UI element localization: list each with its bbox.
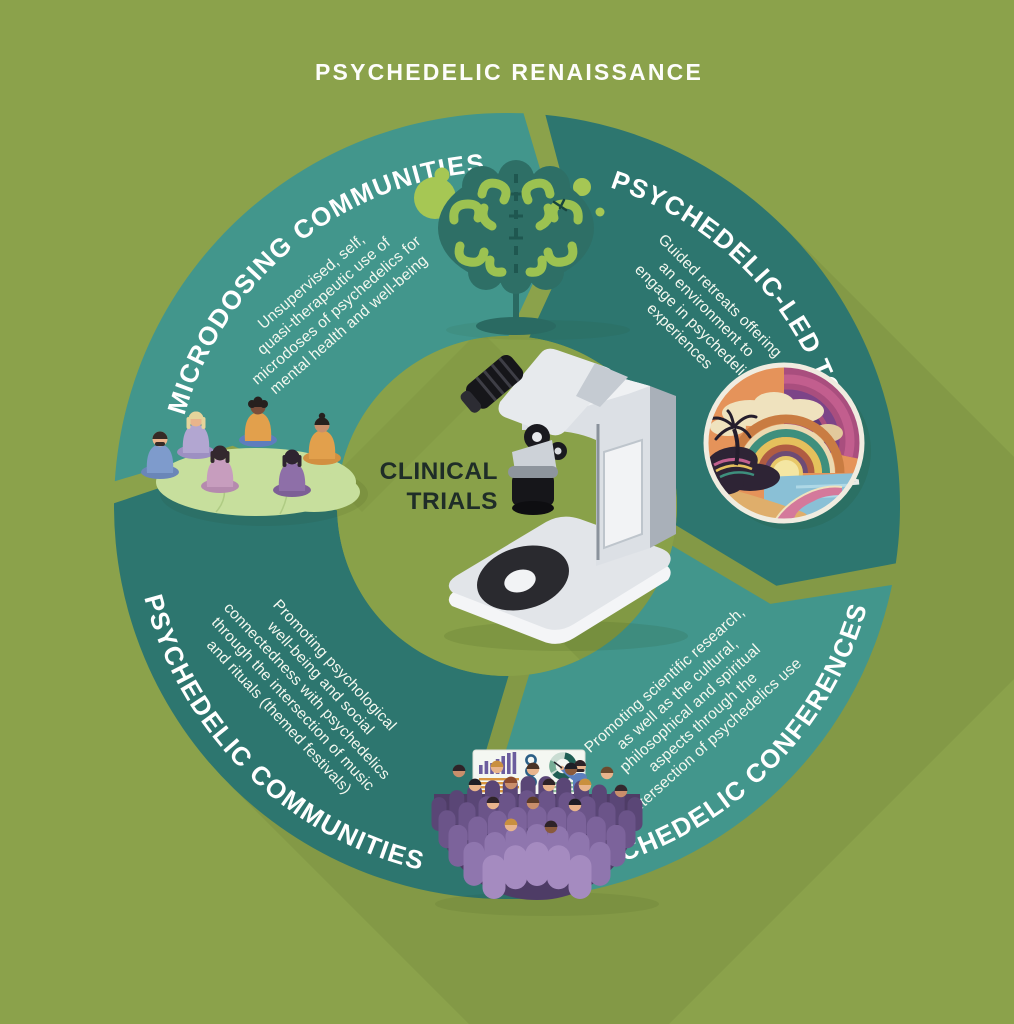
segment-psychedelic-communities [113,464,524,900]
center-label-line2: TRIALS [407,488,498,515]
audience-head [614,784,628,798]
audience-chair [547,845,570,890]
audience-head [578,778,592,792]
audience-head [486,796,500,810]
photo-border [703,362,865,524]
meditating-person [239,396,277,447]
audience-head [542,778,556,792]
eyepiece [460,355,524,413]
audience-head [544,820,558,834]
audience-head [452,764,466,778]
meditating-person [141,431,179,479]
audience-head [600,766,614,780]
audience-head [468,778,482,792]
brain-icon [414,160,630,340]
audience-head [504,776,518,790]
audience-chair [482,854,506,899]
meditating-person [273,449,311,497]
conference-audience-icon [431,749,659,916]
audience-head [504,818,518,832]
page-title: PSYCHEDELIC RENAISSANCE [315,59,703,85]
audience-head [564,762,578,776]
audience-chair [525,842,549,886]
audience-chair [448,824,468,867]
audience-head [568,798,582,812]
audience-chair [504,845,527,890]
audience-head [526,796,540,810]
microscope-icon [444,348,688,651]
brain-body [438,160,594,294]
meditating-person [177,411,215,459]
audience-chair [589,841,611,886]
audience-chairs [431,760,643,899]
audience-chair [568,854,592,899]
meditation-group-icon [141,396,368,526]
psychedelic-beach-photo [703,362,871,530]
center-label-line1: CLINICAL [380,458,498,485]
audience-head [526,762,540,776]
meditating-person [303,412,341,465]
audience-head [490,760,504,774]
audience-chair [463,841,485,886]
audience-chair [606,824,626,867]
meditating-person [201,445,239,493]
